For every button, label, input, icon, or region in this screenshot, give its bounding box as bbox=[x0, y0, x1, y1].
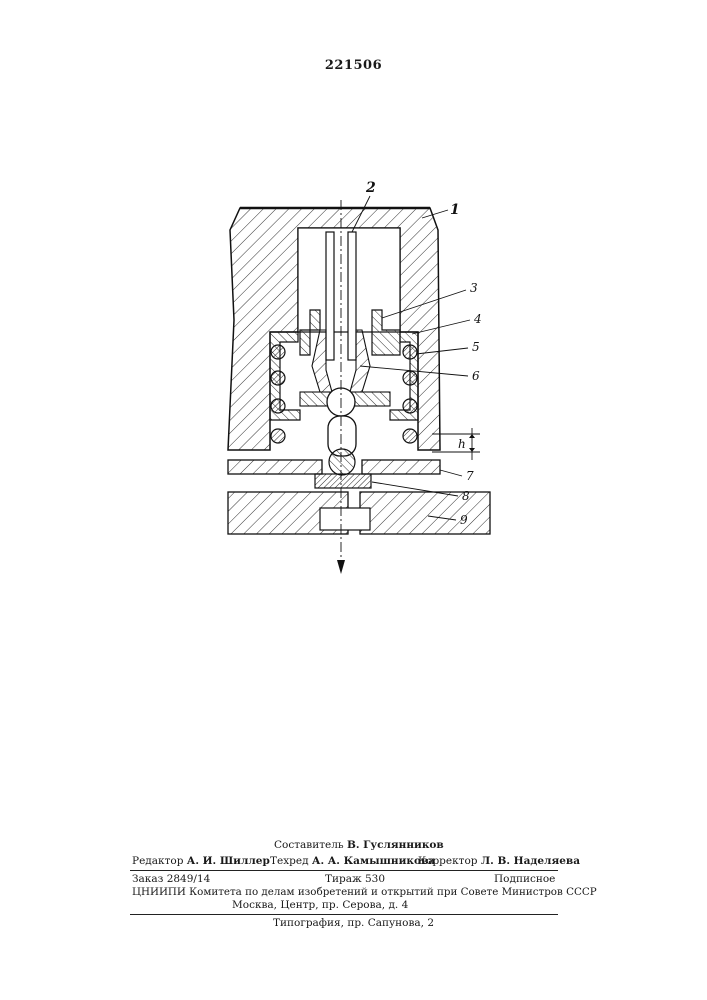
techred-label: Техред bbox=[270, 855, 309, 867]
callout-8: 8 bbox=[462, 489, 470, 503]
circulation: Тираж 530 bbox=[325, 873, 385, 885]
editors-line: Редактор А. И. Шиллер bbox=[132, 855, 270, 867]
institute: ЦНИИПИ Комитета по делам изобретений и о… bbox=[132, 886, 597, 898]
callout-2: 2 bbox=[365, 180, 376, 196]
compiler-name: В. Гуслянников bbox=[347, 839, 444, 851]
callout-1: 1 bbox=[450, 202, 460, 218]
compiler-line: Составитель В. Гуслянников bbox=[274, 839, 444, 851]
techred-line: Техред А. А. Камышникова bbox=[270, 855, 435, 867]
compiler-label: Составитель bbox=[274, 839, 344, 851]
lower-ball-joint bbox=[328, 416, 356, 475]
imprint-rule-bottom bbox=[130, 914, 558, 915]
imprint-rule bbox=[130, 870, 558, 871]
callout-9: 9 bbox=[460, 513, 468, 527]
corrector-name: Л. В. Наделяева bbox=[481, 855, 580, 867]
printer: Типография, пр. Сапунова, 2 bbox=[273, 917, 434, 929]
corrector-label: Корректор bbox=[418, 855, 478, 867]
editor-label: Редактор bbox=[132, 855, 183, 867]
callout-4: 4 bbox=[473, 312, 482, 326]
callout-3: 3 bbox=[470, 281, 478, 295]
editor-name: А. И. Шиллер bbox=[187, 855, 270, 867]
workpiece-base bbox=[228, 492, 490, 534]
subscription: Подписное bbox=[494, 873, 555, 885]
technical-drawing: 2 1 3 4 5 6 h 7 8 9 bbox=[200, 170, 530, 580]
address: Москва, Центр, пр. Серова, д. 4 bbox=[232, 899, 408, 911]
patent-number: 221506 bbox=[0, 58, 707, 73]
techred-name: А. А. Камышникова bbox=[312, 855, 435, 867]
part-8 bbox=[315, 474, 371, 488]
callout-6: 6 bbox=[472, 369, 480, 383]
order-number: Заказ 2849/14 bbox=[132, 873, 210, 885]
callout-h: h bbox=[458, 437, 466, 451]
corrector-line: Корректор Л. В. Наделяева bbox=[418, 855, 580, 867]
callout-5: 5 bbox=[472, 340, 480, 354]
callout-7: 7 bbox=[466, 469, 474, 483]
